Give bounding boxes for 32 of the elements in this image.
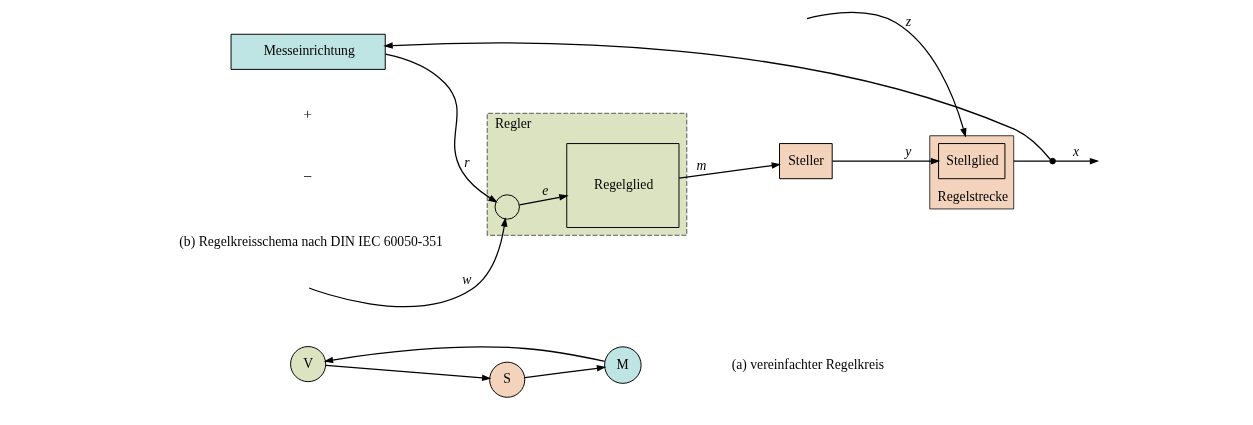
arrow: [831, 157, 940, 165]
label: −: [302, 168, 312, 186]
arrow: [805, 11, 966, 138]
arrow: [382, 42, 1051, 160]
arrow: [518, 194, 569, 206]
node-circle: V: [289, 346, 326, 383]
edge-label: r: [463, 155, 470, 171]
label: (a) vereinfachter Regelkreis: [731, 356, 884, 372]
label: (b) Regelkreisschema nach DIN IEC 60050-351: [178, 233, 443, 249]
arrow: [1054, 157, 1099, 165]
edge-label: x: [1072, 144, 1079, 160]
arrow: [323, 346, 605, 364]
edge-label: y: [904, 144, 911, 160]
label: +: [302, 104, 312, 122]
arrow: [324, 364, 491, 382]
edge-label: w: [461, 272, 471, 288]
edge-label: m: [696, 158, 706, 174]
node-box: Messeinrichtung: [230, 33, 386, 70]
arrow: [384, 53, 498, 203]
edge-label: z: [905, 13, 911, 29]
arrow: [308, 217, 507, 308]
node-circle: M: [603, 346, 642, 384]
node-box: Regelglied: [565, 143, 679, 228]
node-circle: S: [488, 361, 525, 398]
node-box: Stellglied: [937, 143, 1005, 180]
node-box: Steller: [778, 143, 833, 180]
edge-label: e: [541, 183, 548, 199]
arrow: [678, 162, 781, 179]
node-circle: [494, 194, 520, 220]
arrow: [523, 365, 606, 379]
connector: [1012, 160, 1050, 162]
node-dot: [1048, 157, 1056, 165]
